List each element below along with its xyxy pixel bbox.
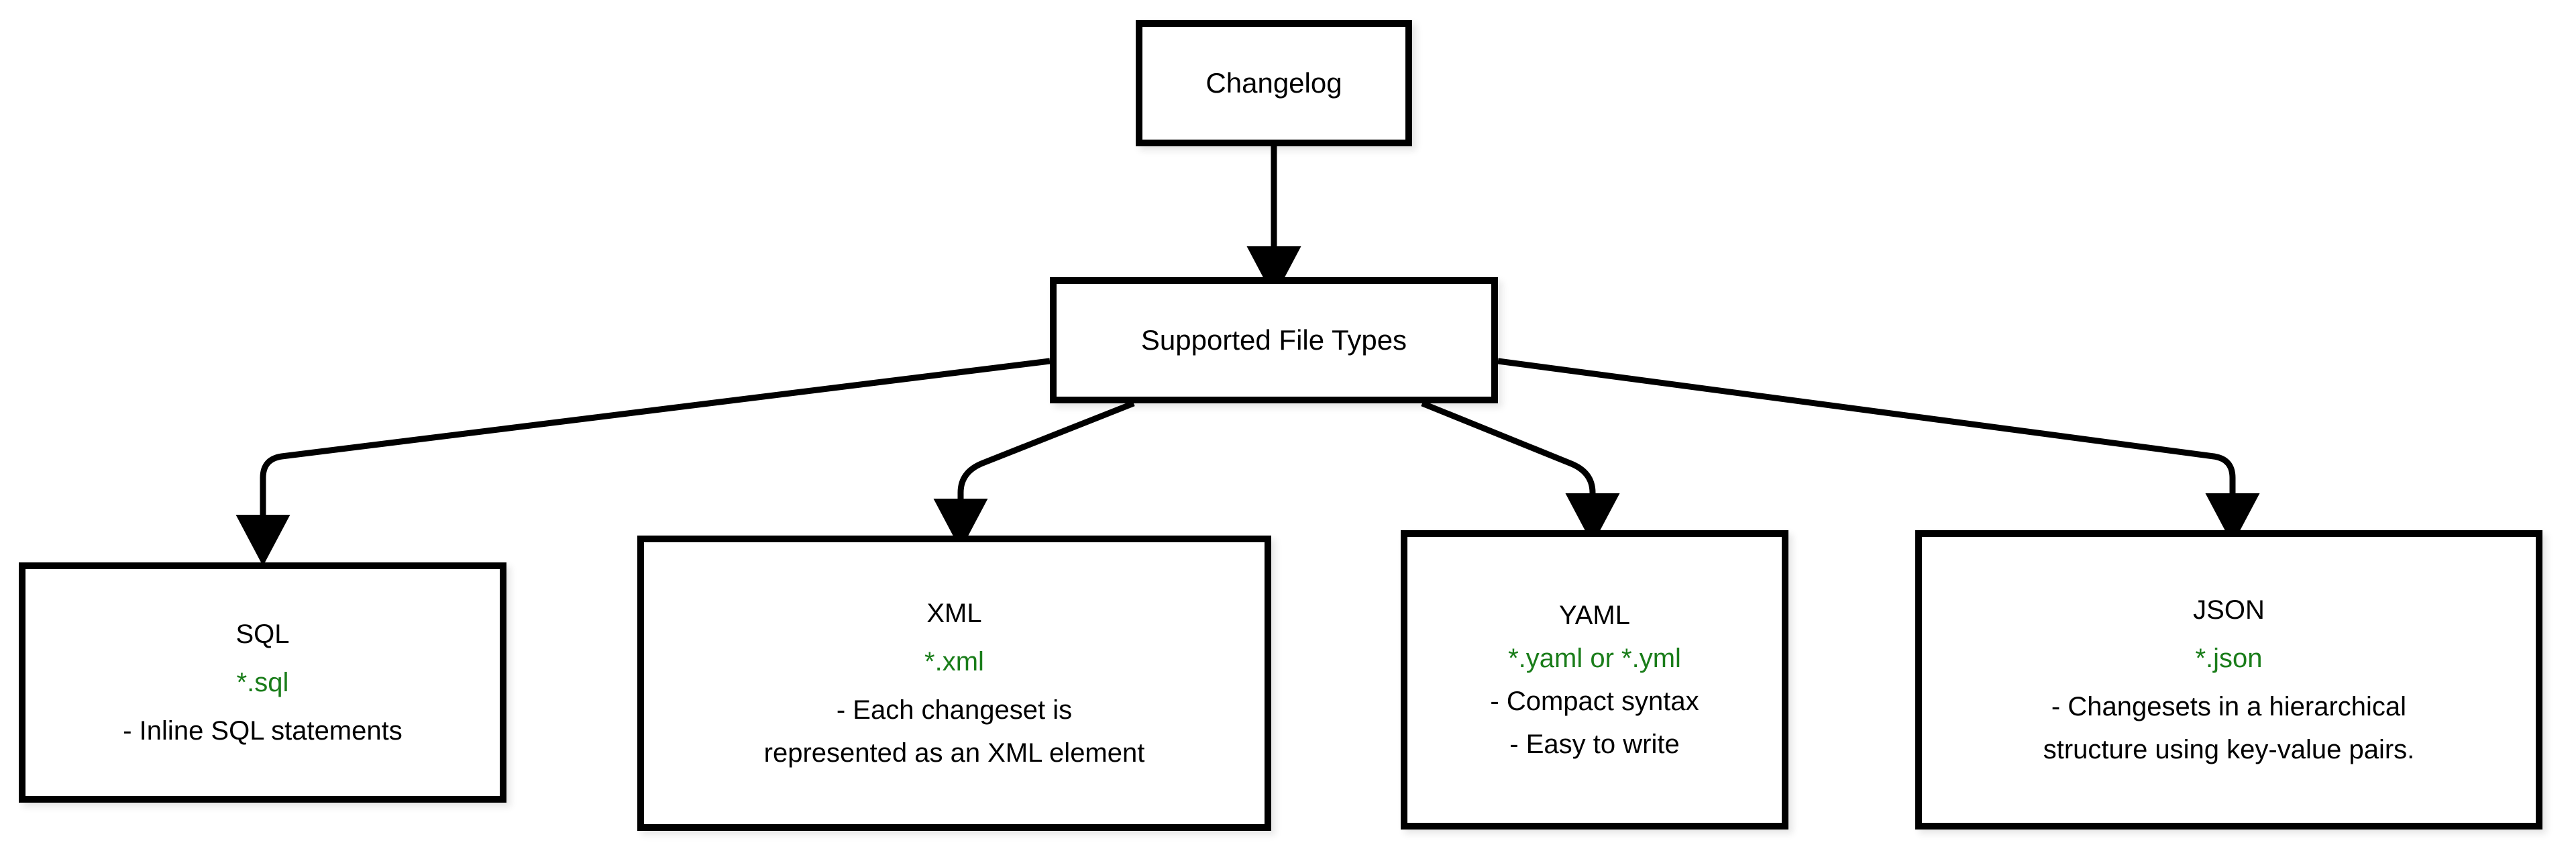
node-yaml-description: - Compact syntax - Easy to write: [1490, 686, 1699, 760]
node-json[interactable]: JSON *.json - Changesets in a hierarchic…: [1915, 530, 2542, 830]
node-changelog[interactable]: Changelog: [1136, 20, 1412, 146]
node-json-extension: *.json: [2195, 644, 2263, 673]
node-sql-title: SQL: [235, 619, 290, 649]
edge-supported-to-sql: [235, 358, 1051, 566]
node-supported-file-types-label: Supported File Types: [1140, 323, 1407, 356]
node-xml-title: XML: [926, 599, 982, 628]
node-yaml[interactable]: YAML *.yaml or *.yml - Compact syntax - …: [1401, 530, 1788, 830]
node-sql-extension: *.sql: [236, 668, 289, 697]
edge-supported-to-xml: [933, 400, 1135, 550]
node-json-title: JSON: [2193, 595, 2265, 625]
edge-supported-to-yaml: [1421, 400, 1620, 545]
node-xml-desc-line: - Each changeset is: [836, 695, 1073, 725]
node-xml[interactable]: XML *.xml - Each changeset is represente…: [637, 536, 1271, 831]
node-yaml-desc-line: - Compact syntax: [1490, 687, 1699, 716]
node-sql-description: - Inline SQL statements: [123, 715, 402, 746]
node-sql-desc-line: - Inline SQL statements: [123, 716, 402, 746]
node-xml-extension: *.xml: [924, 647, 984, 676]
node-xml-desc-line: represented as an XML element: [763, 738, 1145, 768]
node-yaml-title: YAML: [1559, 601, 1630, 630]
node-supported-file-types[interactable]: Supported File Types: [1050, 277, 1498, 403]
node-json-desc-line: structure using key-value pairs.: [2043, 735, 2415, 764]
node-yaml-extension: *.yaml or *.yml: [1508, 644, 1681, 673]
node-xml-description: - Each changeset is represented as an XM…: [764, 695, 1145, 768]
node-json-desc-line: - Changesets in a hierarchical: [2051, 692, 2407, 721]
node-sql[interactable]: SQL *.sql - Inline SQL statements: [19, 562, 506, 803]
node-changelog-label: Changelog: [1205, 66, 1342, 99]
edge-supported-to-json: [1497, 358, 2260, 545]
node-yaml-desc-line: - Easy to write: [1509, 730, 1680, 759]
node-json-description: - Changesets in a hierarchical structure…: [2043, 691, 2415, 765]
